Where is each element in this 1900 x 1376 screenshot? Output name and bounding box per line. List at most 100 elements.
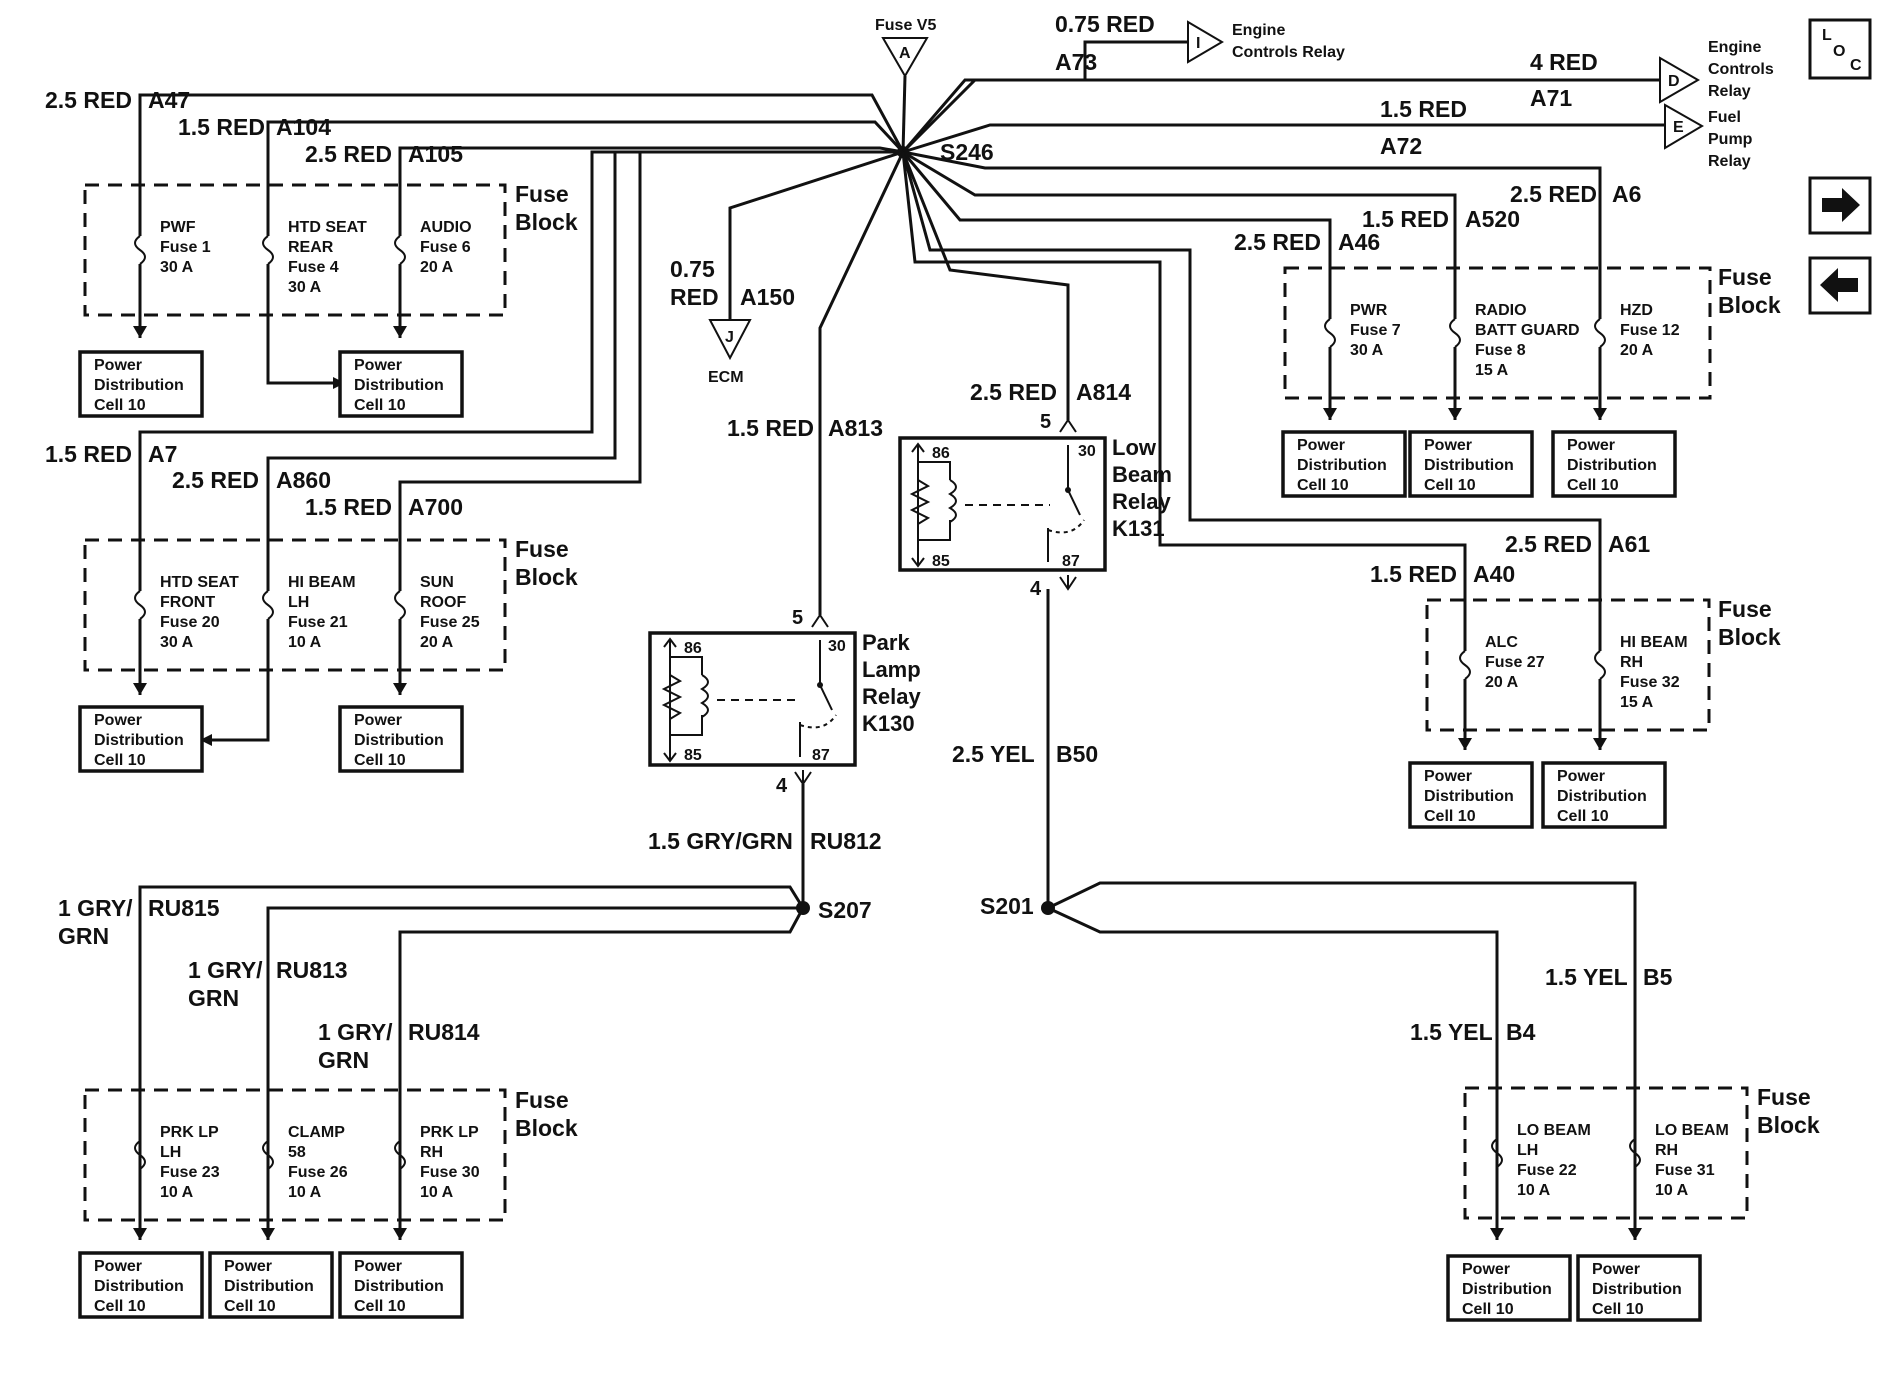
relay-k130-switch-pivot <box>817 682 823 688</box>
arrow-down-icon <box>133 326 147 338</box>
fuse-f26-line-1: CLAMP <box>288 1124 345 1141</box>
connector-j-shape <box>708 319 752 361</box>
label-a40-circuit: A40 <box>1473 561 1515 587</box>
previous-page-button[interactable] <box>1808 256 1872 315</box>
relay-k130-pin-30: 30 <box>828 638 846 655</box>
relay-k131-bottom-terminal <box>1059 575 1077 591</box>
fuse-f30-line-4: 10 A <box>420 1184 454 1201</box>
fuse-block-2-label-2: Block <box>515 564 578 590</box>
label-a105-circuit: A105 <box>408 141 463 167</box>
fuse-f31-line-2: RH <box>1655 1142 1678 1159</box>
fuse-block-1-label-2: Block <box>515 209 578 235</box>
fuse-symbol-icon <box>1594 650 1606 680</box>
fuse-f7-line-3: 30 A <box>1350 342 1384 359</box>
pdc-line-3: Cell 10 <box>1462 1301 1514 1318</box>
relay-k131-pin-30: 30 <box>1078 443 1096 460</box>
wire-a520 <box>902 150 1457 420</box>
arrow-down-icon <box>1593 408 1607 420</box>
relay-k131-resistor <box>909 479 931 525</box>
label-a71-circuit: A71 <box>1530 85 1572 111</box>
fuse-symbol-icon <box>134 235 146 265</box>
pdc-line-1: Power <box>94 712 142 729</box>
fuse-f27-line-1: ALC <box>1485 634 1518 651</box>
connector-e: E Fuel Pump Relay <box>1664 103 1753 170</box>
fuse-f22-line-4: 10 A <box>1517 1182 1551 1199</box>
wire-ru815 <box>138 885 805 1240</box>
connector-d: D Engine Controls Relay <box>1659 39 1774 104</box>
label-a6-spec: 2.5 RED <box>1510 181 1597 207</box>
pdc-line-3: Cell 10 <box>1424 808 1476 825</box>
pdc-line-1: Power <box>354 357 402 374</box>
fuse-f21-line-1: HI BEAM <box>288 574 356 591</box>
fuse-f1-line-1: PWF <box>160 219 196 236</box>
pdc-line-2: Distribution <box>354 1278 444 1295</box>
label-a7-spec: 1.5 RED <box>45 441 132 467</box>
pdc-line-1: Power <box>1424 768 1472 785</box>
fuse-block-6 <box>1463 1086 1749 1220</box>
fuse-f4-line-1: HTD SEAT <box>288 219 367 236</box>
fuse-f25-line-2: ROOF <box>420 594 466 611</box>
fuse-block-4-label-2: Block <box>1718 624 1781 650</box>
arrow-left-icon <box>200 734 212 746</box>
relay-k130-coil-leads <box>670 656 703 736</box>
label-a61-circuit: A61 <box>1608 531 1650 557</box>
fuse-f12-line-3: 20 A <box>1620 342 1654 359</box>
label-a520-spec: 1.5 RED <box>1362 206 1449 232</box>
connector-d-letter: D <box>1668 73 1680 90</box>
fuse-block-5-label-2: Block <box>515 1115 578 1141</box>
relay-k130-side-line <box>663 637 677 763</box>
wire-a6 <box>902 150 1602 420</box>
label-a61-spec: 2.5 RED <box>1505 531 1592 557</box>
fuse-f32-line-4: 15 A <box>1620 694 1654 711</box>
pdc-line-3: Cell 10 <box>354 1298 406 1315</box>
label-ru814-circuit: RU814 <box>408 1019 480 1045</box>
arrow-down-icon <box>1593 738 1607 750</box>
relay-k131-top-terminal <box>1059 418 1077 433</box>
wire-a813 <box>818 151 905 615</box>
fuse-symbol-icon <box>1459 650 1471 680</box>
arrow-down-icon <box>393 326 407 338</box>
loc-letter-l: L <box>1822 27 1832 44</box>
label-b4-circuit: B4 <box>1506 1019 1536 1045</box>
wire-a40 <box>901 151 1467 750</box>
label-ru815-spec1: 1 GRY/ <box>58 895 133 921</box>
fuse-f31-line-1: LO BEAM <box>1655 1122 1729 1139</box>
relay-k131-switch-pivot <box>1065 487 1071 493</box>
fuse-f21-line-4: 10 A <box>288 634 322 651</box>
fuse-block-1-label-1: Fuse <box>515 181 569 207</box>
pdc-line-1: Power <box>1462 1261 1510 1278</box>
arrow-down-icon <box>1323 408 1337 420</box>
fuse-f25-line-3: Fuse 25 <box>420 614 480 631</box>
loc-button[interactable]: L O C <box>1808 18 1872 80</box>
label-ru812-spec: 1.5 GRY/GRN <box>648 828 793 854</box>
pdc-line-1: Power <box>1592 1261 1640 1278</box>
pdc-line-3: Cell 10 <box>1557 808 1609 825</box>
fuse-block-6-label-1: Fuse <box>1757 1084 1811 1110</box>
label-a860-spec: 2.5 RED <box>172 467 259 493</box>
park-lamp-relay-k130: 5 4 86 85 30 87 <box>648 607 857 797</box>
pdc-line-2: Distribution <box>94 732 184 749</box>
relay-k130-pin-85: 85 <box>684 747 702 764</box>
arrow-down-icon <box>1458 738 1472 750</box>
label-a814-circuit: A814 <box>1076 379 1131 405</box>
relay-k131-pin-87: 87 <box>1062 553 1080 570</box>
fuse-f8-line-2: BATT GUARD <box>1475 322 1580 339</box>
next-page-button[interactable] <box>1808 176 1872 235</box>
pdc-line-3: Cell 10 <box>94 752 146 769</box>
pdc-line-2: Distribution <box>224 1278 314 1295</box>
fuse-f23-line-4: 10 A <box>160 1184 194 1201</box>
fuse-f27-line-3: 20 A <box>1485 674 1519 691</box>
